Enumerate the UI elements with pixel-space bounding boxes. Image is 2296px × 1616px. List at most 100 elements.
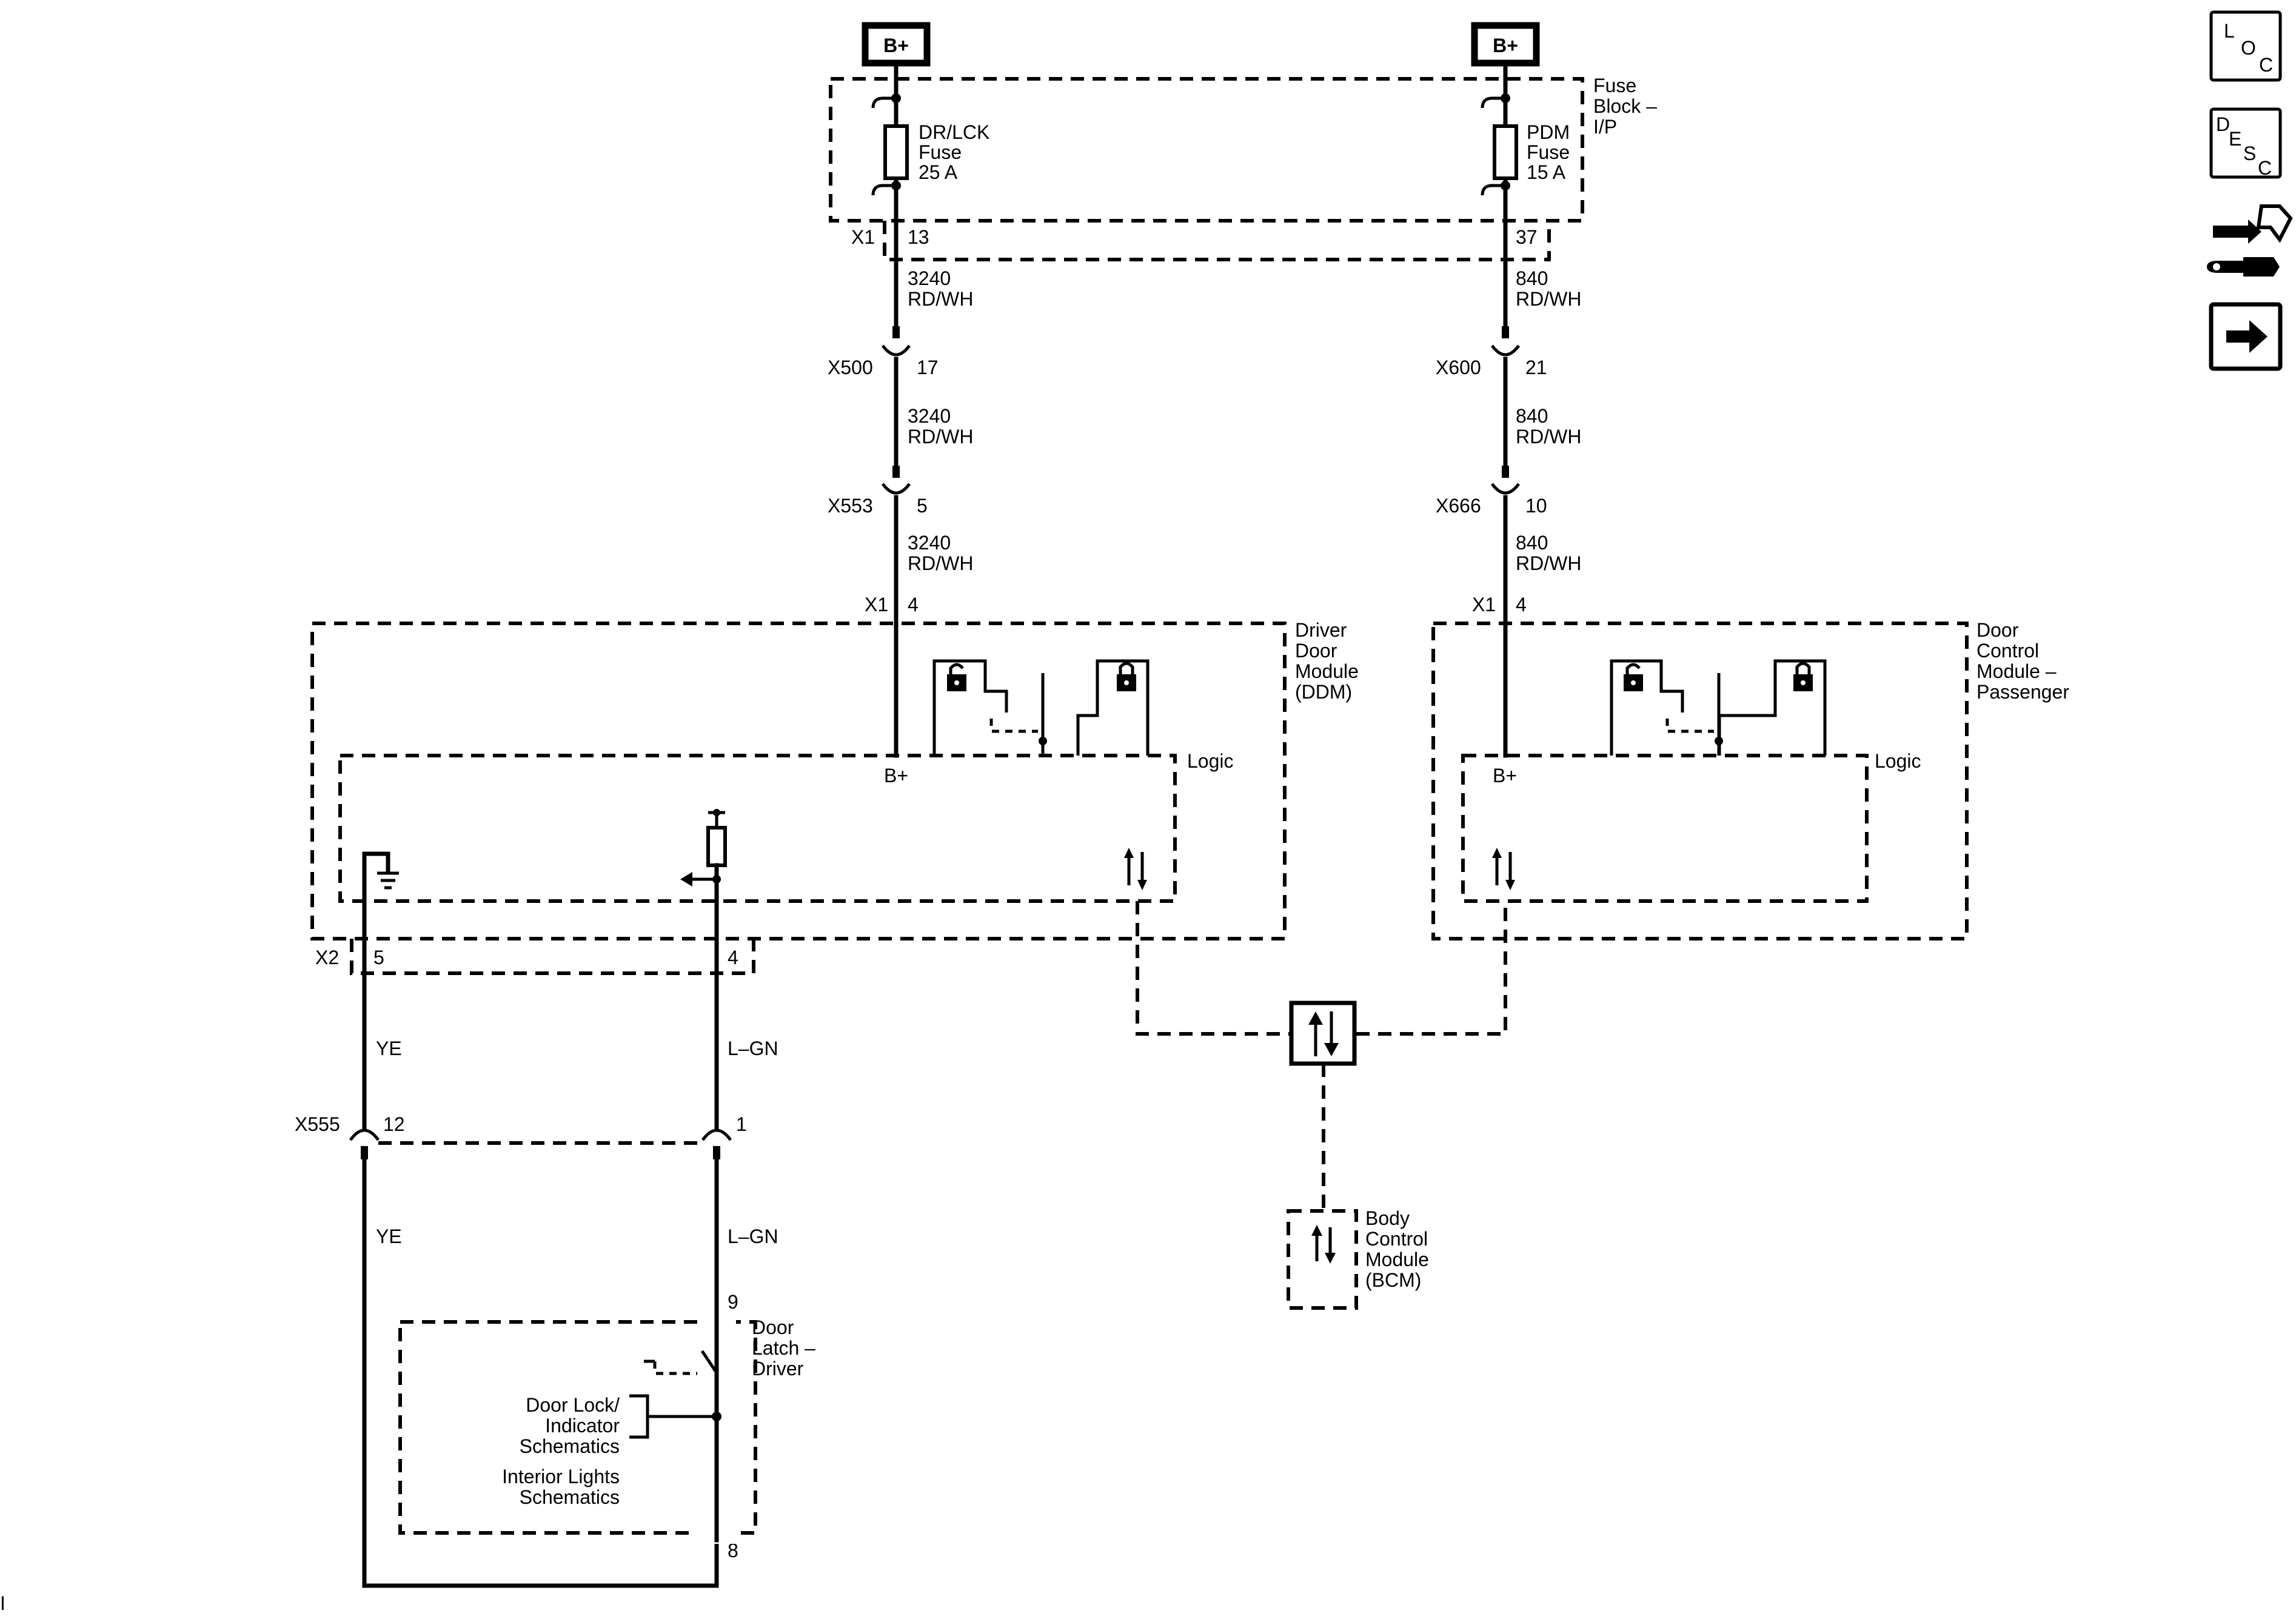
power-bplus-left-label: B+ (883, 35, 909, 56)
ye-lower-label: YE (376, 1225, 402, 1247)
x600-pin: 21 (1525, 357, 1547, 378)
serial-data-bus (1136, 901, 1507, 1210)
lgn-upper-label: L–GN (728, 1038, 778, 1059)
bcm-name-4: (BCM) (1365, 1269, 1421, 1291)
latch-ref2-line2: Schematics (520, 1486, 620, 1508)
loc-l: L (2224, 20, 2235, 42)
tools-icon[interactable] (2207, 204, 2293, 277)
arrow-right-icon[interactable] (2209, 302, 2283, 371)
latch-pin9: 9 (728, 1291, 738, 1313)
x600-label: X600 (1436, 357, 1481, 378)
fuse-drlck-pin: 13 (908, 226, 929, 248)
left-wire2-color: RD/WH (908, 426, 973, 448)
ddm-x2-pin5: 5 (373, 947, 384, 968)
dcm-bplus-label: B+ (1493, 765, 1517, 786)
bcm-name-3: Module (1365, 1249, 1429, 1270)
x666-pin: 10 (1525, 495, 1547, 517)
x553-label: X553 (828, 495, 873, 517)
latch-pin8: 8 (728, 1540, 738, 1561)
ddm-x1-pin: 4 (908, 594, 919, 615)
left-wire1-color: RD/WH (908, 288, 973, 310)
ddm-name-4: (DDM) (1295, 681, 1352, 703)
ground-icon (362, 851, 399, 979)
fuse-drlck-line1: DR/LCK (919, 121, 989, 143)
power-bplus-right-label: B+ (1493, 35, 1518, 56)
right-circuit: 840 RD/WH X600 21 840 RD/WH X666 10 840 … (1436, 218, 1581, 758)
ddm-x1-label: X1 (865, 594, 888, 615)
dcm-lock-switch (1610, 659, 1827, 756)
x500-label: X500 (828, 357, 873, 378)
desc-s: S (2243, 142, 2256, 164)
ddm-name-1: Driver (1295, 619, 1347, 641)
latch-name-1: Door (752, 1316, 794, 1338)
dcm-x1-label: X1 (1472, 594, 1496, 615)
ddm-logic-label: Logic (1187, 750, 1234, 772)
driver-door-module: Driver Door Module (DDM) Logic B+ (310, 619, 1359, 979)
fuse-block-connector-label: X1 (851, 226, 875, 248)
ye-upper-label: YE (376, 1038, 402, 1059)
x555-pin1: 1 (736, 1113, 747, 1135)
fuse-pdm-line3: 15 A (1527, 161, 1566, 183)
desc-d: D (2216, 113, 2230, 135)
latch-name-3: Driver (752, 1358, 804, 1380)
fuse-drlck: DR/LCK Fuse 25 A 13 (871, 61, 989, 248)
fuse-block-name-3: I/P (1593, 116, 1617, 138)
ddm-name-3: Module (1295, 660, 1359, 682)
ddm-lock-switch (932, 659, 1150, 756)
pullup-resistor (680, 809, 727, 979)
right-wire1-circuit: 840 (1516, 267, 1548, 289)
dcm-name-3: Module – (1976, 660, 2057, 682)
dcm-name-2: Control (1976, 640, 2039, 662)
x555-label: X555 (295, 1113, 340, 1135)
latch-ref1-line2: Indicator (545, 1415, 620, 1437)
right-wire2-circuit: 840 (1516, 405, 1548, 427)
desc-e: E (2229, 128, 2241, 150)
right-wire2-color: RD/WH (1516, 426, 1581, 448)
fuse-pdm-line2: Fuse (1527, 141, 1570, 163)
dcm-name-4: Passenger (1976, 681, 2069, 703)
latch-name-2: Latch – (752, 1337, 815, 1359)
ddm-bplus-label: B+ (884, 765, 908, 786)
bcm-name-2: Control (1365, 1228, 1428, 1250)
power-bplus-right: B+ (1471, 22, 1540, 67)
location-icon[interactable]: L O C (2209, 10, 2282, 82)
fuse-block-name-1: Fuse (1593, 75, 1636, 96)
lgn-lower-label: L–GN (728, 1225, 778, 1247)
x666-label: X666 (1436, 495, 1481, 517)
fuse-pdm-line1: PDM (1527, 121, 1570, 143)
right-wire3-color: RD/WH (1516, 552, 1581, 574)
ddm-name-2: Door (1295, 640, 1337, 662)
x500-pin: 17 (917, 357, 939, 378)
fuse-block-name-2: Block – (1593, 95, 1657, 117)
ddm-x2-pin4: 4 (728, 947, 738, 968)
loc-c: C (2259, 54, 2273, 76)
latch-ref2-line1: Interior Lights (502, 1466, 620, 1487)
x553-pin: 5 (917, 495, 928, 517)
left-circuit: 3240 RD/WH X500 17 3240 RD/WH X553 5 324… (828, 218, 973, 758)
description-icon[interactable]: D E S C (2209, 107, 2282, 179)
ddm-serial-data-icon (1124, 848, 1147, 890)
right-wire1-color: RD/WH (1516, 288, 1581, 310)
bcm-name-1: Body (1365, 1207, 1410, 1229)
dcm-serial-data-icon (1492, 848, 1515, 890)
passenger-door-control-module: Door Control Module – Passenger Logic B+ (1431, 619, 2069, 940)
x555-pin12: 12 (383, 1113, 405, 1135)
loc-o: O (2241, 37, 2256, 59)
door-latch-driver: Door Latch – Driver Door Lock/ Indicator… (398, 1313, 815, 1544)
right-wire3-circuit: 840 (1516, 532, 1548, 554)
latch-ref1-line1: Door Lock/ (526, 1394, 620, 1416)
fuse-drlck-line2: Fuse (919, 141, 962, 163)
left-wire2-circuit: 3240 (908, 405, 951, 427)
left-wire3-color: RD/WH (908, 552, 973, 574)
fuse-pdm: PDM Fuse 15 A 37 (1481, 61, 1570, 248)
desc-c: C (2258, 157, 2272, 179)
dcm-name-1: Door (1976, 619, 2019, 641)
left-wire1-circuit: 3240 (908, 267, 951, 289)
fuse-block: Fuse Block – I/P X1 (829, 75, 1657, 261)
power-bplus-left: B+ (862, 22, 931, 67)
fuse-pdm-pin: 37 (1516, 226, 1538, 248)
dcm-logic-label: Logic (1875, 750, 1921, 772)
fuse-drlck-line3: 25 A (919, 161, 958, 183)
dcm-x1-pin: 4 (1516, 594, 1527, 615)
